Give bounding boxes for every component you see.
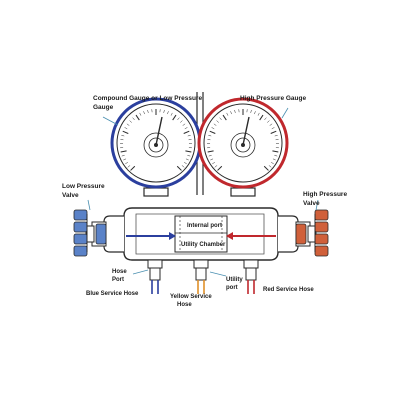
utility-port-label: Utility (226, 277, 243, 283)
red-hose-fitting (244, 260, 258, 294)
red-service-hose-label: Red Service Hose (263, 287, 314, 293)
blue-service-hose-label: Blue Service Hose (86, 291, 139, 297)
low-pressure-valve-label-2: Valve (62, 192, 79, 199)
utility-chamber-label: Utility Chamber (181, 242, 226, 248)
compound-gauge-label-2: Gauge (93, 104, 114, 111)
hose-port-label-2: Port (112, 277, 124, 283)
compound-gauge (112, 99, 200, 187)
high-pressure-valve-label: High Pressure (303, 191, 347, 198)
low-pressure-valve (74, 210, 106, 256)
blue-hose-fitting (148, 260, 162, 294)
yellow-service-hose-label: Yellow Service (170, 294, 212, 300)
high-pressure-gauge (199, 99, 287, 187)
high-pressure-valve (296, 210, 328, 256)
compound-gauge-label: Compound Gauge or Low Pressure (93, 95, 202, 102)
high-pressure-gauge-label: High Pressure Gauge (240, 95, 306, 102)
yellow-service-hose-label-2: Hose (177, 302, 192, 308)
high-pressure-valve-label-2: Valve (303, 200, 320, 207)
yellow-hose-fitting (194, 260, 208, 294)
hose-port-label: Hose (112, 269, 127, 275)
low-pressure-valve-label: Low Pressure (62, 183, 105, 190)
utility-port-label-2: port (226, 285, 238, 291)
internal-port-label: Internal port (187, 223, 222, 229)
